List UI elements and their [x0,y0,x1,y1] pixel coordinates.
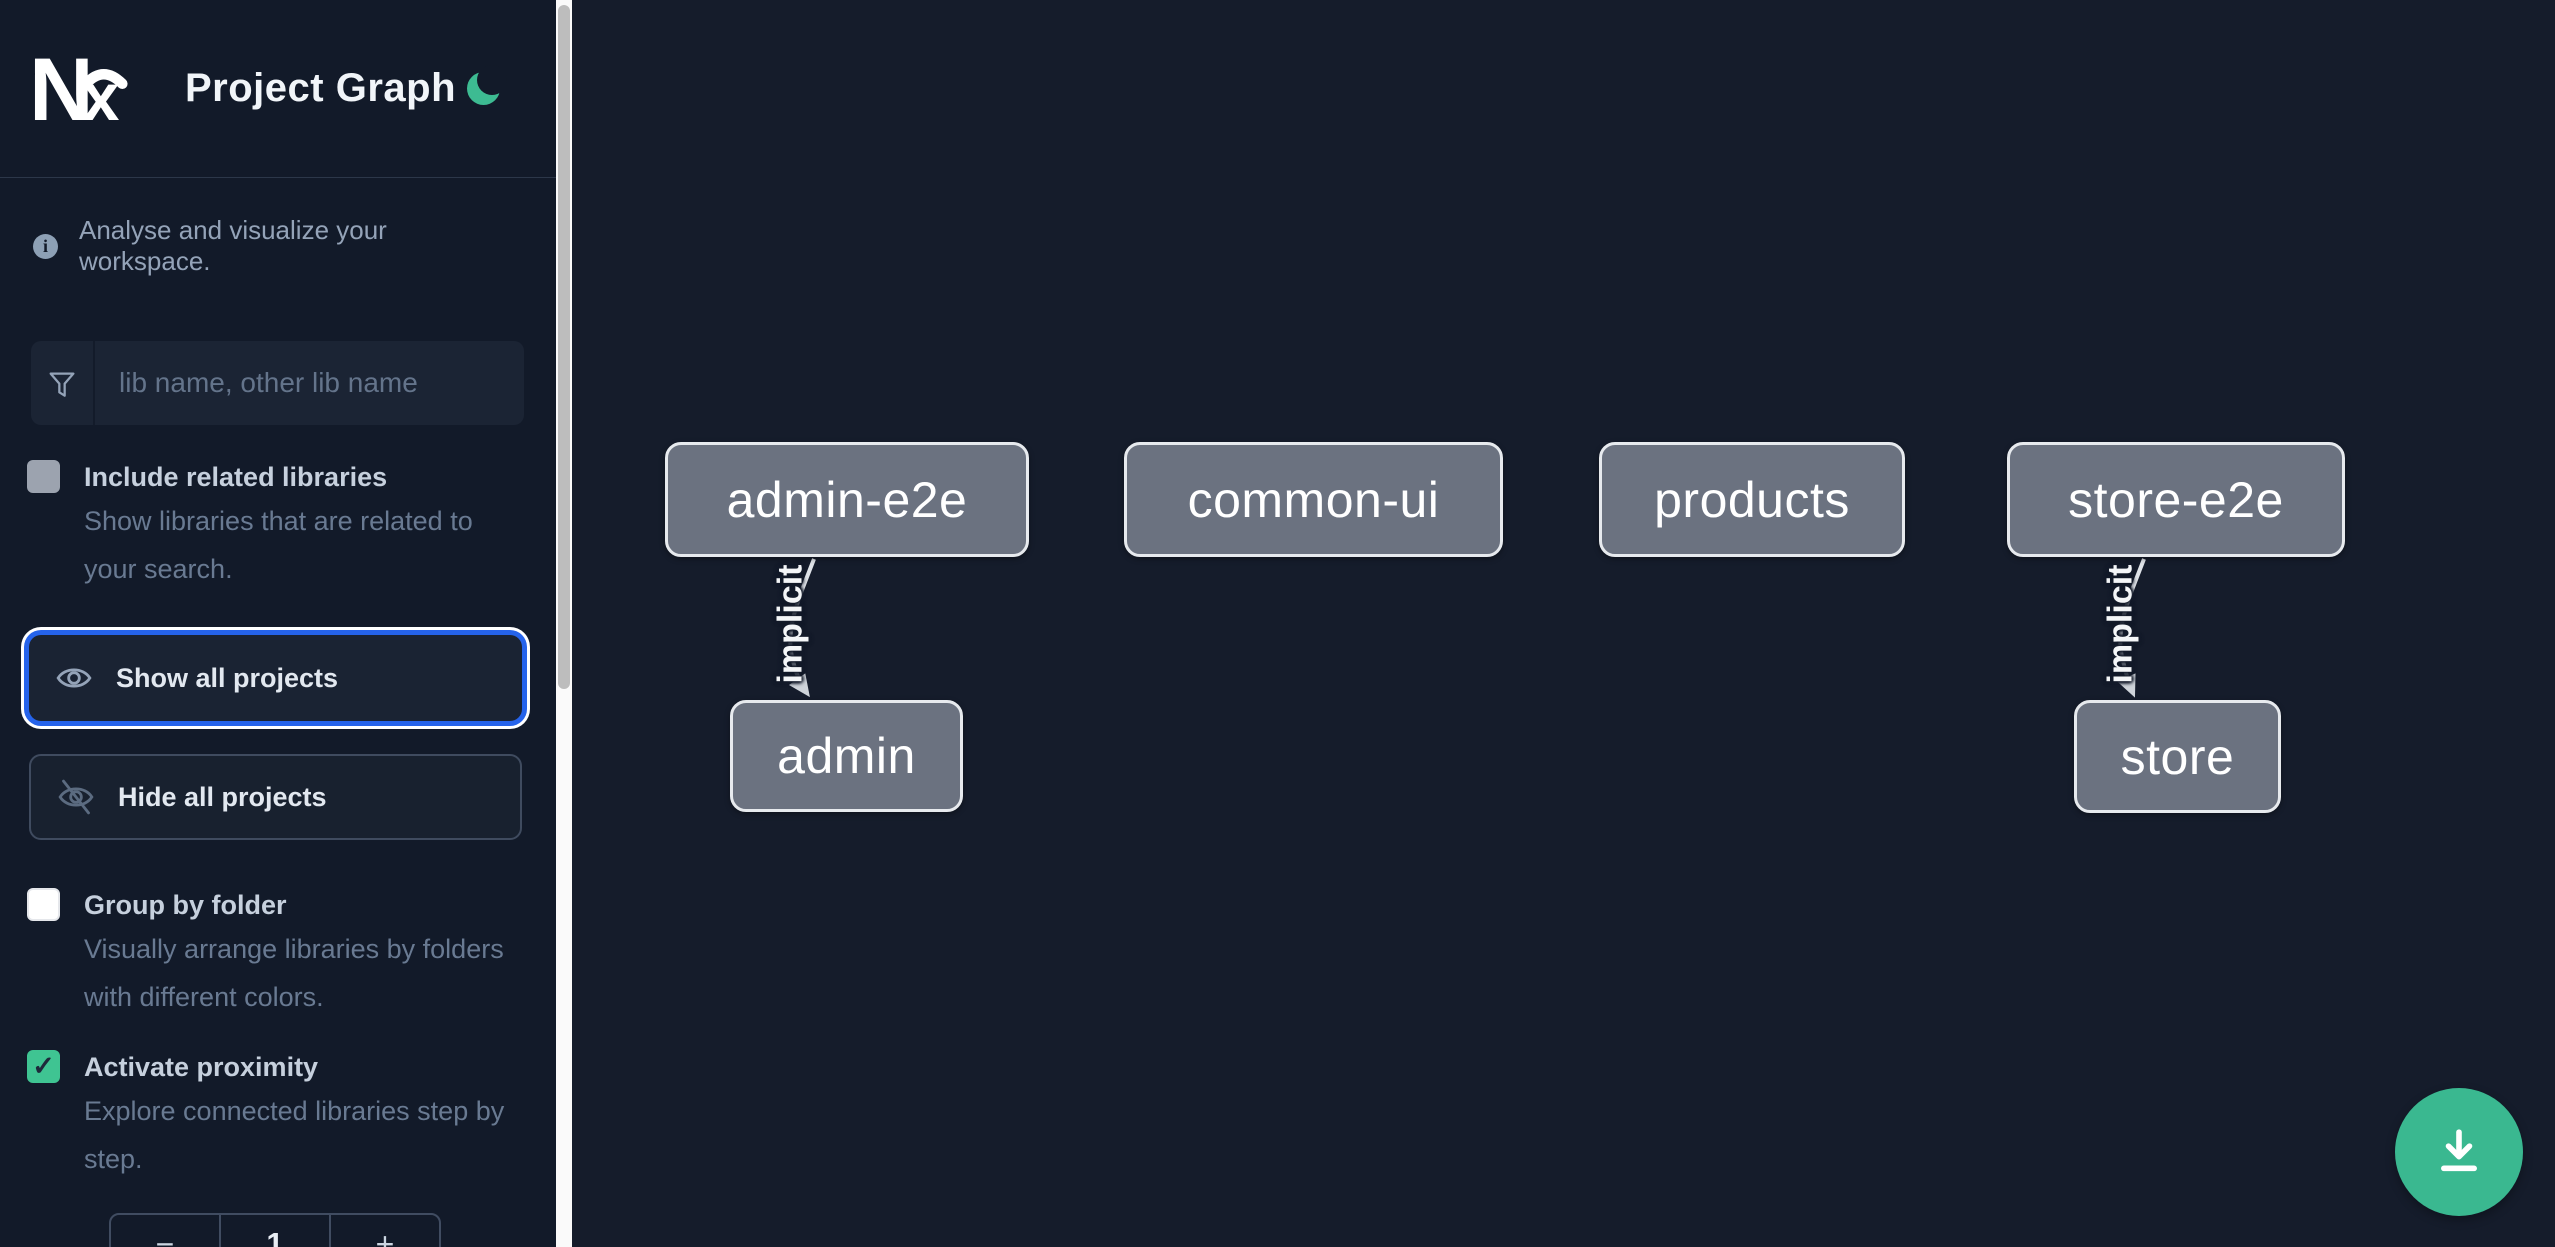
eye-icon [56,668,92,688]
include-related-checkbox[interactable] [27,460,60,493]
decrement-button[interactable]: − [155,1225,175,1247]
group-by-folder-checkbox[interactable] [27,888,60,921]
hide-all-projects-button[interactable]: Hide all projects [29,754,522,840]
graph-node-products[interactable]: products [1599,442,1905,557]
include-related-label[interactable]: Include related libraries [84,462,388,492]
proximity-depth-value: 1 [219,1215,331,1247]
sidebar-scrollbar-track[interactable] [556,0,572,1247]
option-activate-proximity: ✓ Activate proximity Explore connected l… [0,1047,556,1183]
group-by-folder-description: Visually arrange libraries by folders wi… [84,934,504,1012]
intro-text: Analyse and visualize your workspace. [79,215,387,276]
eye-off-icon [58,779,94,815]
filter-input[interactable] [95,341,524,425]
graph-node-admin-e2e[interactable]: admin-e2e [665,442,1029,557]
filter-input-group [31,341,524,425]
page-title: Project Graph [185,66,457,110]
graph-node-store-e2e[interactable]: store-e2e [2007,442,2345,557]
project-graph-canvas[interactable]: implicit implicit admin-e2e common-ui pr… [572,0,2555,1247]
option-group-by-folder: Group by folder Visually arrange librari… [0,885,556,1021]
edge-label-implicit: implicit [2101,564,2140,684]
edge-store-e2e-store [2117,558,2146,698]
download-image-button[interactable] [2395,1088,2523,1216]
checkmark-icon: ✓ [32,1051,55,1081]
activate-proximity-checkbox[interactable]: ✓ [27,1050,60,1083]
graph-node-admin[interactable]: admin [730,700,963,812]
svg-text:N: N [29,52,94,126]
increment-button[interactable]: + [375,1225,395,1247]
edge-admin-e2e-admin [788,558,816,698]
option-include-related: Include related libraries Show libraries… [0,457,556,593]
edge-label-implicit: implicit [771,564,810,684]
intro-row: i Analyse and visualize your workspace. [0,215,556,277]
theme-toggle-moon-icon[interactable] [467,65,507,105]
download-icon [2441,1129,2477,1172]
funnel-icon [31,341,95,425]
proximity-depth-stepper: − 1 + [109,1213,441,1247]
activate-proximity-label[interactable]: Activate proximity [84,1052,319,1082]
graph-edges [788,558,2146,698]
nx-logo: N x [29,52,128,126]
include-related-description: Show libraries that are related to your … [84,506,473,584]
group-by-folder-label[interactable]: Group by folder [84,890,287,920]
sidebar-header: N x Project Graph [0,0,556,178]
show-all-projects-label: Show all projects [116,662,339,693]
sidebar: N x Project Graph i Analyse and visualiz… [0,0,556,1247]
show-all-projects-button[interactable]: Show all projects [29,635,522,721]
graph-node-common-ui[interactable]: common-ui [1124,442,1503,557]
activate-proximity-description: Explore connected libraries step by step… [84,1096,505,1174]
graph-node-store[interactable]: store [2074,700,2281,813]
sidebar-scrollbar-thumb[interactable] [558,5,570,689]
hide-all-projects-label: Hide all projects [118,781,327,812]
info-icon: i [33,233,58,259]
